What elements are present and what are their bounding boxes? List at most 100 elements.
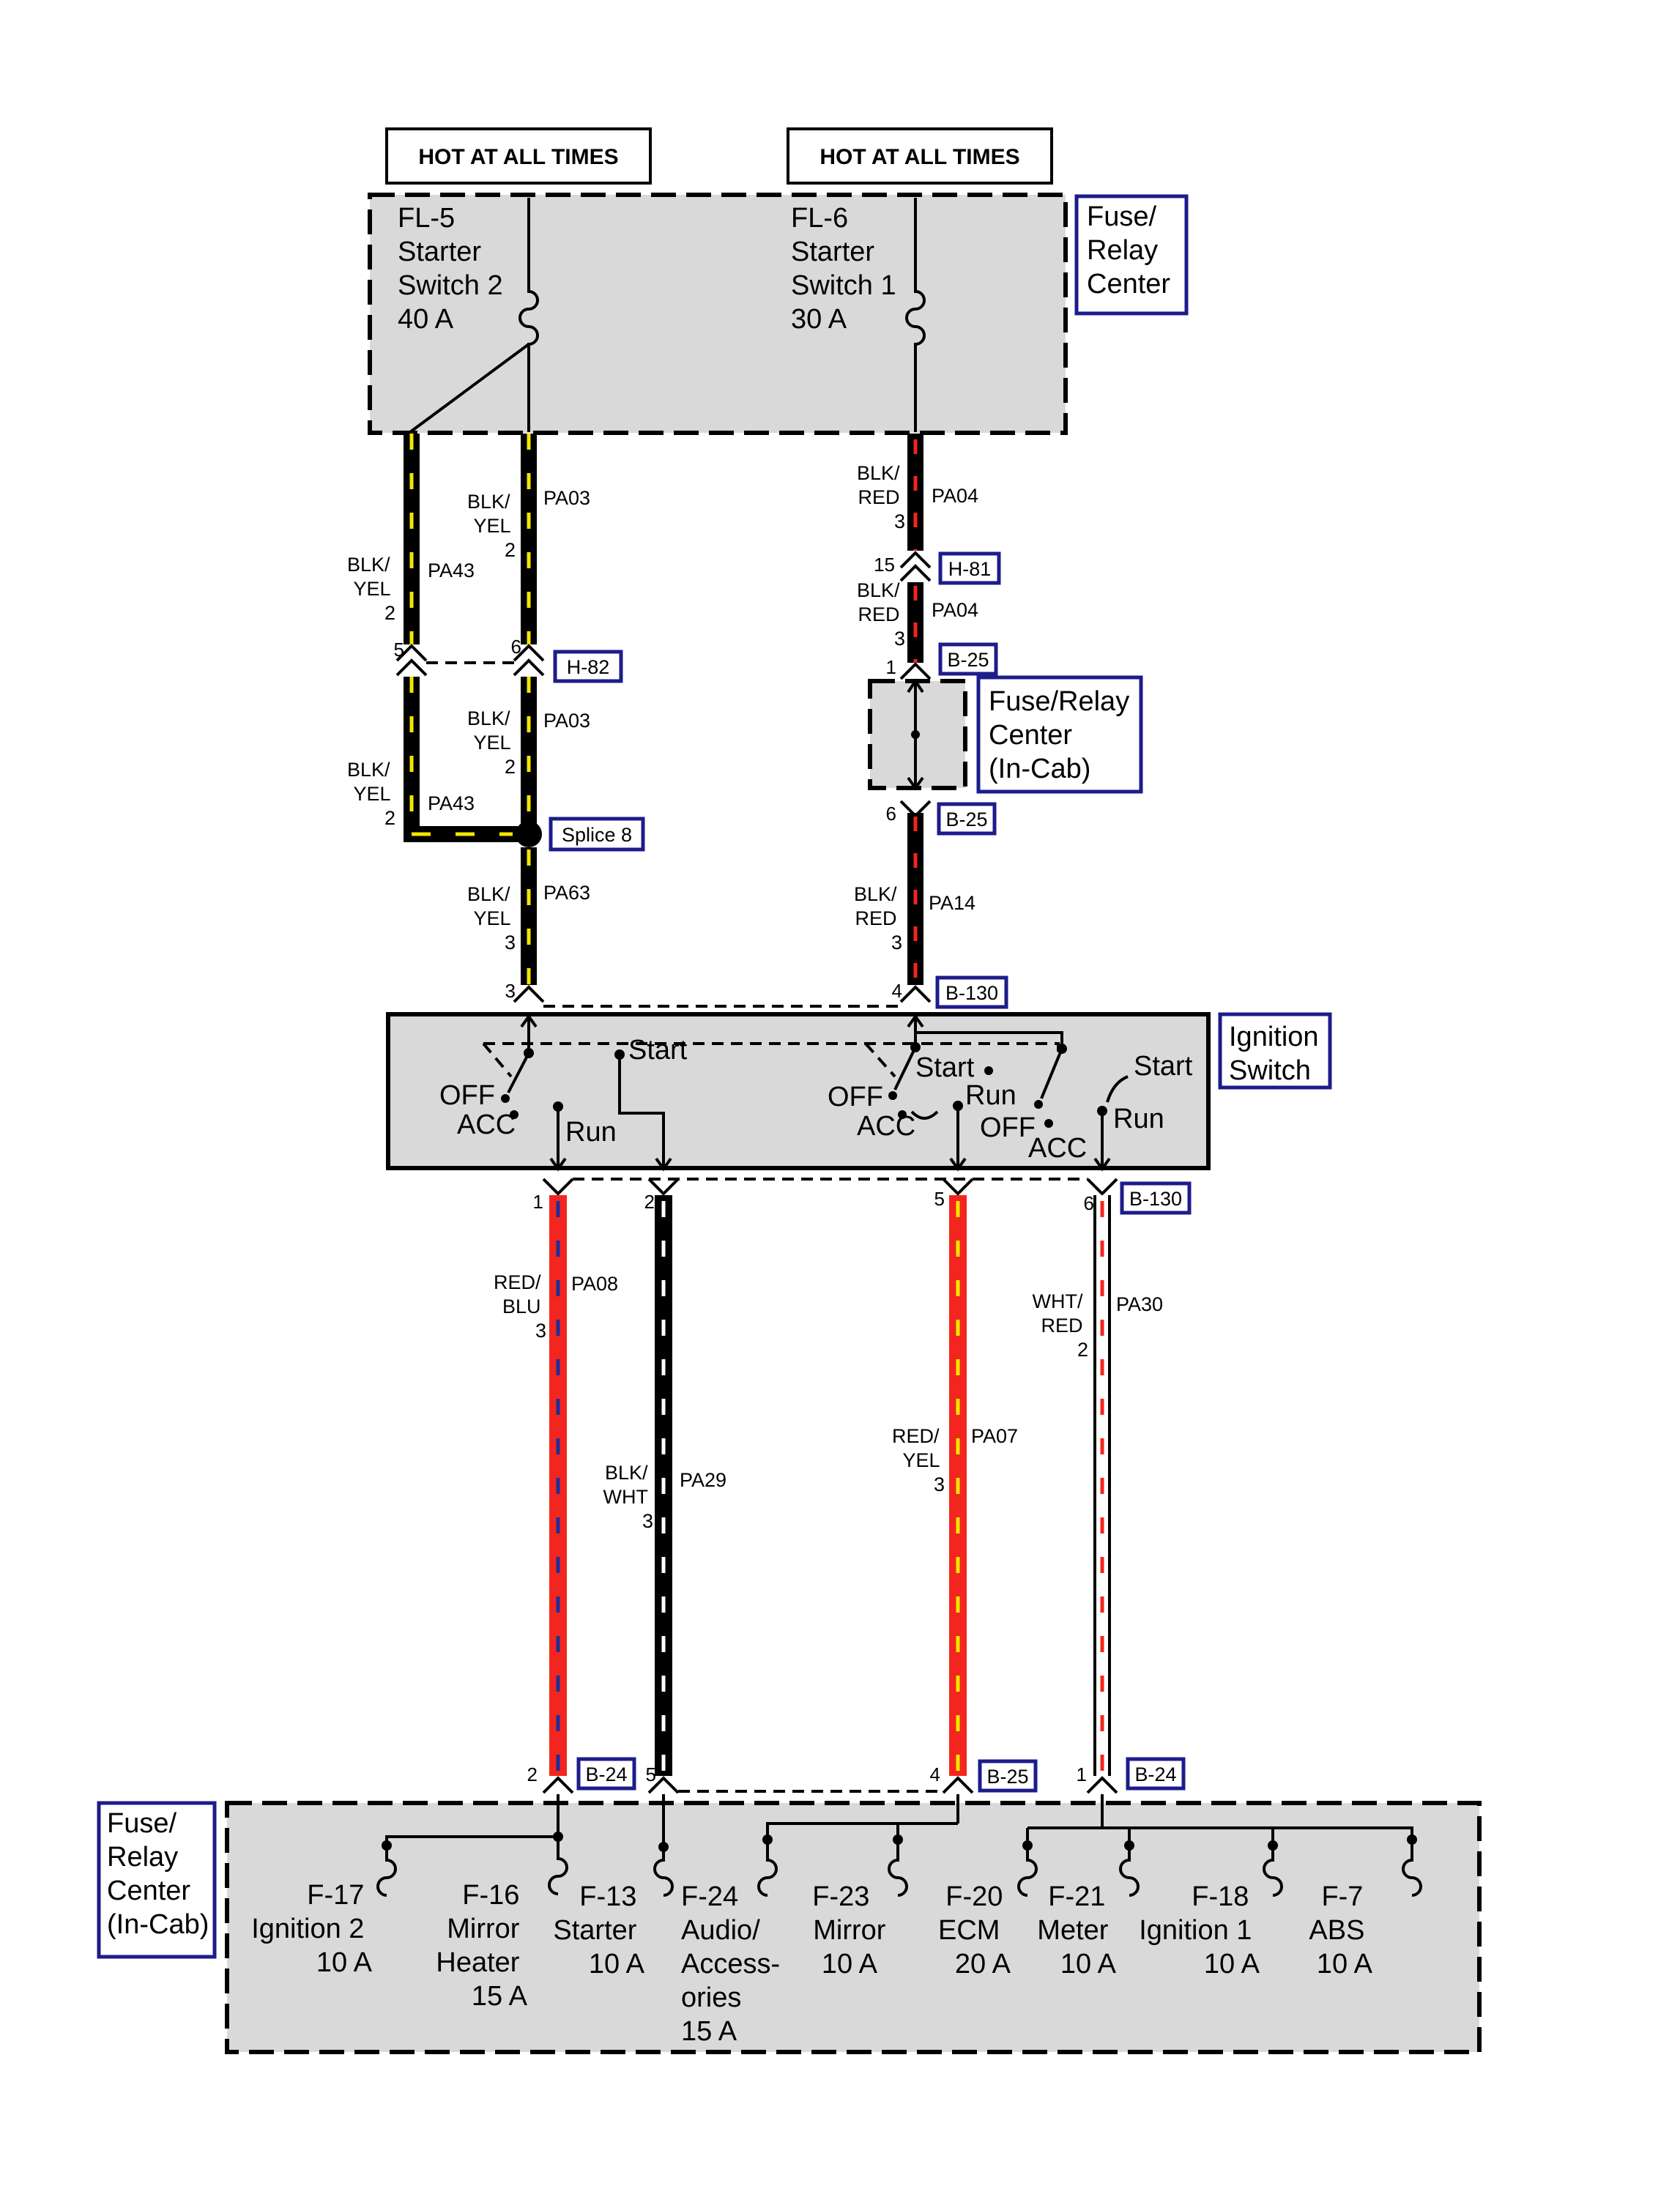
wire-label-pa14: BLK/ RED 3 xyxy=(854,883,902,953)
sw1-acc: ACC xyxy=(457,1109,516,1140)
fuse-f23-label: F-23 Mirror 10 A xyxy=(812,1881,893,1979)
wire-label-pa30: WHT/ RED 2 xyxy=(1033,1290,1089,1361)
connector-h81-symbol xyxy=(899,551,932,582)
fuse-f21-symbol xyxy=(1119,1840,1140,1897)
ignition-switch-box xyxy=(386,1012,1211,1170)
connector-b24-left-tag xyxy=(576,1757,636,1791)
circuit-pa04-lower: PA04 xyxy=(932,599,978,621)
sw2-run: Run xyxy=(965,1080,1016,1111)
pin-b24-1: 1 xyxy=(1077,1763,1087,1785)
pin-b130-2: 2 xyxy=(644,1191,655,1213)
fl6-label: FL-6 Starter Switch 1 30 A xyxy=(791,203,904,335)
connector-b130-bot-label: B-130 xyxy=(1129,1188,1182,1210)
fuse-f13-symbol xyxy=(653,1842,674,1897)
fuse-f23-symbol xyxy=(888,1834,908,1897)
in-cab-bottom-tag xyxy=(97,1801,217,1959)
wire-label-pa63: BLK/ YEL 3 xyxy=(467,883,516,953)
wire-label-pa03-lower: BLK/ YEL 2 xyxy=(467,707,516,778)
fuse-f20-symbol xyxy=(1017,1840,1038,1897)
wire-pa43-lower xyxy=(404,677,529,842)
fl5-label: FL-5 Starter Switch 2 40 A xyxy=(398,203,510,335)
wire-label-pa04-upper: BLK/ RED 3 xyxy=(857,462,905,532)
fuse-f7-label: F-7 ABS 10 A xyxy=(1309,1881,1372,1979)
fuse-f16-label: F-16 Mirror Heater 15 A xyxy=(436,1880,527,2012)
sw3-run: Run xyxy=(1113,1104,1164,1134)
wire-label-pa43-lower: BLK/ YEL 2 xyxy=(347,759,395,829)
fuse-f18-symbol xyxy=(1263,1840,1283,1897)
pin-h82-5: 5 xyxy=(394,639,404,661)
fuse-fl6-symbol xyxy=(905,198,926,432)
header-hot-left-text: HOT AT ALL TIMES xyxy=(418,145,618,169)
connector-h82-tag xyxy=(553,650,623,683)
fuse-f21-label: F-21 Meter 10 A xyxy=(1037,1881,1116,1979)
ignition-switch-title: Ignition Switch xyxy=(1229,1022,1326,1086)
pin-b25-1: 1 xyxy=(886,656,896,678)
pin-b130-6: 6 xyxy=(1084,1192,1094,1214)
sw3-start: Start xyxy=(1134,1051,1193,1082)
connector-b25-top-label: B-25 xyxy=(947,649,989,671)
connector-b24-right-tag xyxy=(1126,1757,1186,1791)
connector-h82-label: H-82 xyxy=(567,656,610,678)
wire-label-pa03-upper: BLK/ YEL 2 xyxy=(467,491,516,561)
circuit-pa08: PA08 xyxy=(571,1273,618,1295)
sw1-start: Start xyxy=(628,1035,688,1066)
fuse-relay-center-box xyxy=(368,193,1068,435)
connector-h81-tag xyxy=(938,551,1001,585)
connector-b130-top-symbol xyxy=(513,985,932,1008)
pin-b130-4: 4 xyxy=(892,980,902,1002)
pin-b24-2: 2 xyxy=(527,1763,538,1785)
wire-label-pa04-lower: BLK/ RED 3 xyxy=(857,579,905,650)
pin-h81-15: 15 xyxy=(874,554,895,576)
ignition-switch-3-mechanism xyxy=(1034,1044,1129,1172)
splice-8-tag xyxy=(549,817,645,852)
pin-b25-6: 6 xyxy=(886,803,896,825)
ignition-switch-tag xyxy=(1218,1012,1332,1090)
fuse-f24-symbol xyxy=(757,1834,778,1897)
sw2-start: Start xyxy=(915,1052,975,1083)
fuse-f20-label: F-20 ECM 20 A xyxy=(938,1881,1011,1979)
header-hot-right-text: HOT AT ALL TIMES xyxy=(819,145,1019,169)
connector-b24-right-label: B-24 xyxy=(1134,1763,1176,1785)
pin-b24-5: 5 xyxy=(646,1763,656,1785)
fuse-fl5-symbol xyxy=(409,198,539,434)
connector-b25-mid-tag xyxy=(937,802,997,836)
connector-b25-top-symbol xyxy=(899,662,932,680)
fuse-f17-symbol xyxy=(376,1840,397,1897)
circuit-pa30: PA30 xyxy=(1116,1293,1163,1315)
connector-b130-top-tag xyxy=(935,975,1008,1009)
sw1-off: OFF xyxy=(439,1080,495,1111)
sw1-run: Run xyxy=(565,1117,617,1148)
in-cab-relay-jumper xyxy=(907,678,924,791)
wire-label-pa07: RED/ YEL 3 xyxy=(892,1425,945,1495)
fuse-f16-symbol xyxy=(548,1832,568,1895)
fuse-relay-center-tag xyxy=(1074,194,1189,316)
fuse-f18-label: F-18 Ignition 1 10 A xyxy=(1139,1881,1260,1979)
fuse-f13-label: F-13 Starter 10 A xyxy=(553,1881,644,1979)
connector-b130-bot-symbol xyxy=(542,1178,1118,1196)
circuit-pa43-lower: PA43 xyxy=(428,792,475,814)
sw2-off: OFF xyxy=(828,1082,883,1112)
connector-b25-top-tag xyxy=(938,642,998,676)
circuit-pa03-upper: PA03 xyxy=(543,487,590,509)
wire-label-pa29: BLK/ WHT 3 xyxy=(603,1462,653,1532)
connector-b130-top-label: B-130 xyxy=(945,982,998,1004)
pin-b25-4: 4 xyxy=(930,1763,940,1785)
splice-8-label: Splice 8 xyxy=(562,824,632,846)
header-hot-right xyxy=(787,127,1053,185)
connector-b130-bot-tag xyxy=(1120,1181,1192,1215)
in-cab-right-title: Fuse/Relay Center (In-Cab) xyxy=(989,686,1137,784)
connector-h82-symbol xyxy=(395,644,545,677)
connector-b25-bot-label: B-25 xyxy=(986,1766,1028,1788)
sw3-acc: ACC xyxy=(1028,1133,1087,1164)
circuit-pa04-upper: PA04 xyxy=(932,485,978,507)
connector-b25-mid-label: B-25 xyxy=(945,808,987,830)
circuit-pa14: PA14 xyxy=(929,892,975,914)
pin-h82-6: 6 xyxy=(511,636,521,658)
fuse-f7-symbol xyxy=(1402,1834,1422,1897)
pin-b130-1: 1 xyxy=(533,1191,543,1213)
connectors-bottom-symbols xyxy=(542,1776,1118,1794)
circuit-pa07: PA07 xyxy=(971,1425,1018,1447)
fuse-f17-label: F-17 Ignition 2 10 A xyxy=(251,1880,372,1978)
circuit-pa03-lower: PA03 xyxy=(543,710,590,732)
